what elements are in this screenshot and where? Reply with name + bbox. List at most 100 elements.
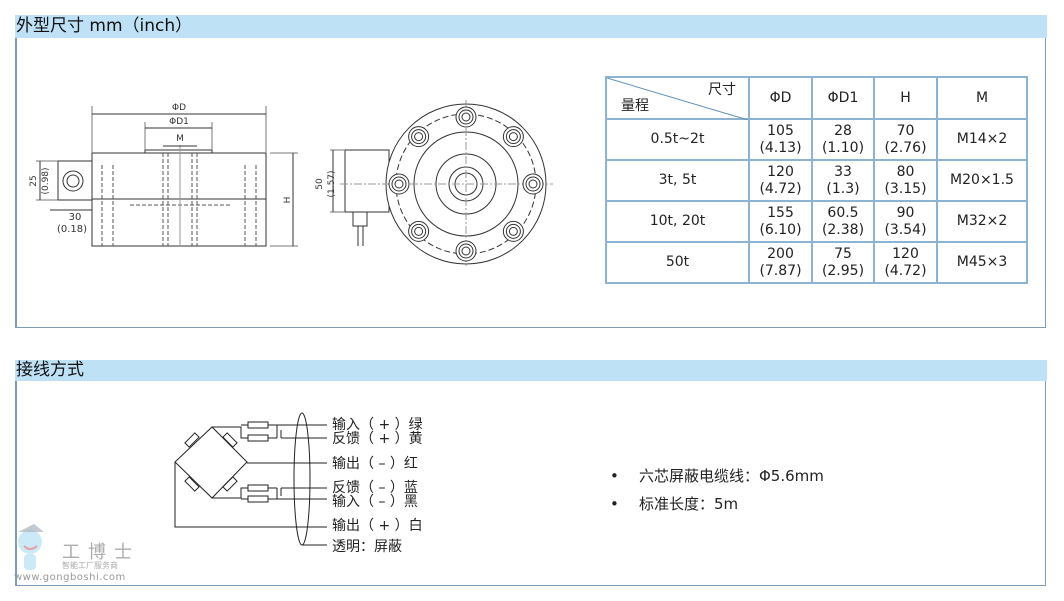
cell-d: 200(7.87) — [748, 241, 813, 284]
dimensions-panel — [15, 38, 1046, 328]
spec-text: 标准长度：5m — [639, 495, 739, 513]
inch-value: (2.95) — [821, 262, 865, 279]
wire-label-feedback-minus: 反馈（ – ）蓝 — [332, 480, 418, 496]
mm-value: 105 — [767, 122, 794, 139]
mm-value: 60.5 — [827, 204, 859, 221]
spec-item: •六芯屏蔽电缆线：Φ5.6mm — [610, 467, 824, 485]
bolt-hole — [522, 173, 544, 195]
dim-phi-d: ΦD — [172, 103, 186, 113]
cell-d1: 28(1.10) — [811, 118, 875, 161]
inch-value: (4.13) — [759, 139, 802, 156]
inch-value: (1.10) — [821, 139, 865, 156]
dim-phi-d1: ΦD1 — [169, 117, 189, 127]
wire-label-output-plus: 输出（ + ）白 — [332, 518, 423, 534]
corner-label-size: 尺寸 — [708, 82, 736, 98]
watermark-brand: 工博士 — [62, 542, 140, 563]
side-view: ΦD ΦD1 M H 30 (0.18) 25 (0.98) — [29, 103, 298, 247]
cell-d: 105(4.13) — [748, 118, 813, 161]
cell-d: 120(4.72) — [748, 159, 813, 202]
dim-30: 30 — [69, 212, 82, 223]
mm-value: 90 — [896, 204, 915, 221]
cell-d: 155(6.10) — [748, 200, 813, 243]
inch-value: (4.72) — [759, 180, 802, 197]
watermark-tagline: 智能工厂服务商 — [62, 561, 118, 570]
mascot-icon — [18, 524, 44, 570]
mm-value: 120 — [892, 245, 919, 262]
wire-label-shield: 透明：屏蔽 — [332, 539, 402, 555]
dim-h: H — [283, 197, 293, 204]
wire-label-feedback-plus: 反馈（ + ）黄 — [332, 431, 423, 447]
wire-label-input-minus: 输入（ – ）黑 — [332, 494, 418, 510]
section-header-dimensions: 外型尺寸 mm（inch） — [15, 15, 1047, 38]
mm-value: 200 — [767, 245, 794, 262]
dim-25: 25 — [29, 175, 39, 186]
dim-50-inch: (1.57) — [327, 170, 337, 197]
cell-h: 70(2.76) — [873, 118, 938, 161]
wiring-panel — [15, 381, 1046, 586]
wiring-diagram — [174, 412, 327, 546]
watermark-logo: 工博士 智能工厂服务商 www.gongboshi.com — [10, 520, 140, 594]
wire-label-output-minus: 输出（ – ）红 — [332, 456, 418, 472]
mm-value: 120 — [767, 163, 794, 180]
mm-value: 28 — [834, 122, 852, 139]
thread-value: M14×2 — [956, 131, 1008, 147]
bolt-hole — [408, 220, 430, 242]
cell-h: 120(4.72) — [873, 241, 938, 284]
table-header-row: 尺寸 量程 ΦD ΦD1 H M — [605, 76, 1028, 120]
cell-d1: 60.5(2.38) — [811, 200, 875, 243]
cell-d1: 75(2.95) — [811, 241, 875, 284]
cell-m: M14×2 — [936, 118, 1028, 161]
inch-value: (1.3) — [826, 180, 860, 197]
spec-item: •标准长度：5m — [610, 495, 739, 513]
bolt-hole — [455, 106, 477, 128]
column-header: M — [936, 76, 1028, 120]
top-view: 50 (1.57) — [315, 100, 553, 268]
corner-cell: 尺寸 量程 — [605, 76, 750, 120]
bolt-hole — [408, 126, 430, 148]
diagonal-line — [607, 78, 748, 120]
bolt-hole — [502, 126, 524, 148]
cell-m: M32×2 — [936, 200, 1028, 243]
dim-30-inch: (0.18) — [57, 224, 87, 235]
mm-value: 33 — [834, 163, 852, 180]
column-header: H — [873, 76, 938, 120]
section-header-wiring: 接线方式 — [15, 360, 1047, 381]
dim-25-inch: (0.98) — [41, 167, 51, 194]
range-value: 0.5t~2t — [650, 131, 705, 147]
range-value: 10t, 20t — [649, 213, 706, 229]
inch-value: (2.38) — [821, 221, 865, 238]
mm-value: 70 — [896, 122, 915, 139]
cell-h: 80(3.15) — [873, 159, 938, 202]
cell-h: 90(3.54) — [873, 200, 938, 243]
cell-range: 0.5t~2t — [605, 118, 750, 161]
inch-value: (2.76) — [884, 139, 927, 156]
bolt-hole — [455, 240, 477, 262]
cell-range: 50t — [605, 241, 750, 284]
column-header: ΦD — [748, 76, 813, 120]
wire-label-input-plus: 输入（ + ）绿 — [332, 417, 423, 433]
mm-value: 155 — [767, 204, 794, 221]
inch-value: (3.15) — [884, 180, 927, 197]
thread-value: M45×3 — [956, 254, 1008, 270]
range-value: 50t — [665, 254, 690, 270]
inch-value: (4.72) — [884, 262, 927, 279]
cell-range: 3t, 5t — [605, 159, 750, 202]
inch-value: (6.10) — [759, 221, 802, 238]
bolt-hole — [502, 220, 524, 242]
thread-value: M20×1.5 — [950, 172, 1014, 188]
mm-value: 80 — [896, 163, 915, 180]
watermark-url: www.gongboshi.com — [14, 572, 126, 583]
dim-50: 50 — [315, 178, 325, 190]
spec-text: 六芯屏蔽电缆线：Φ5.6mm — [639, 467, 824, 485]
range-value: 3t, 5t — [658, 172, 697, 188]
section-title: 接线方式 — [16, 360, 84, 380]
column-header: ΦD1 — [811, 76, 875, 120]
cell-range: 10t, 20t — [605, 200, 750, 243]
section-title: 外型尺寸 mm（inch） — [16, 16, 193, 36]
table-row: 3t, 5t 120(4.72) 33(1.3) 80(3.15) M20×1.5 — [605, 159, 1028, 202]
